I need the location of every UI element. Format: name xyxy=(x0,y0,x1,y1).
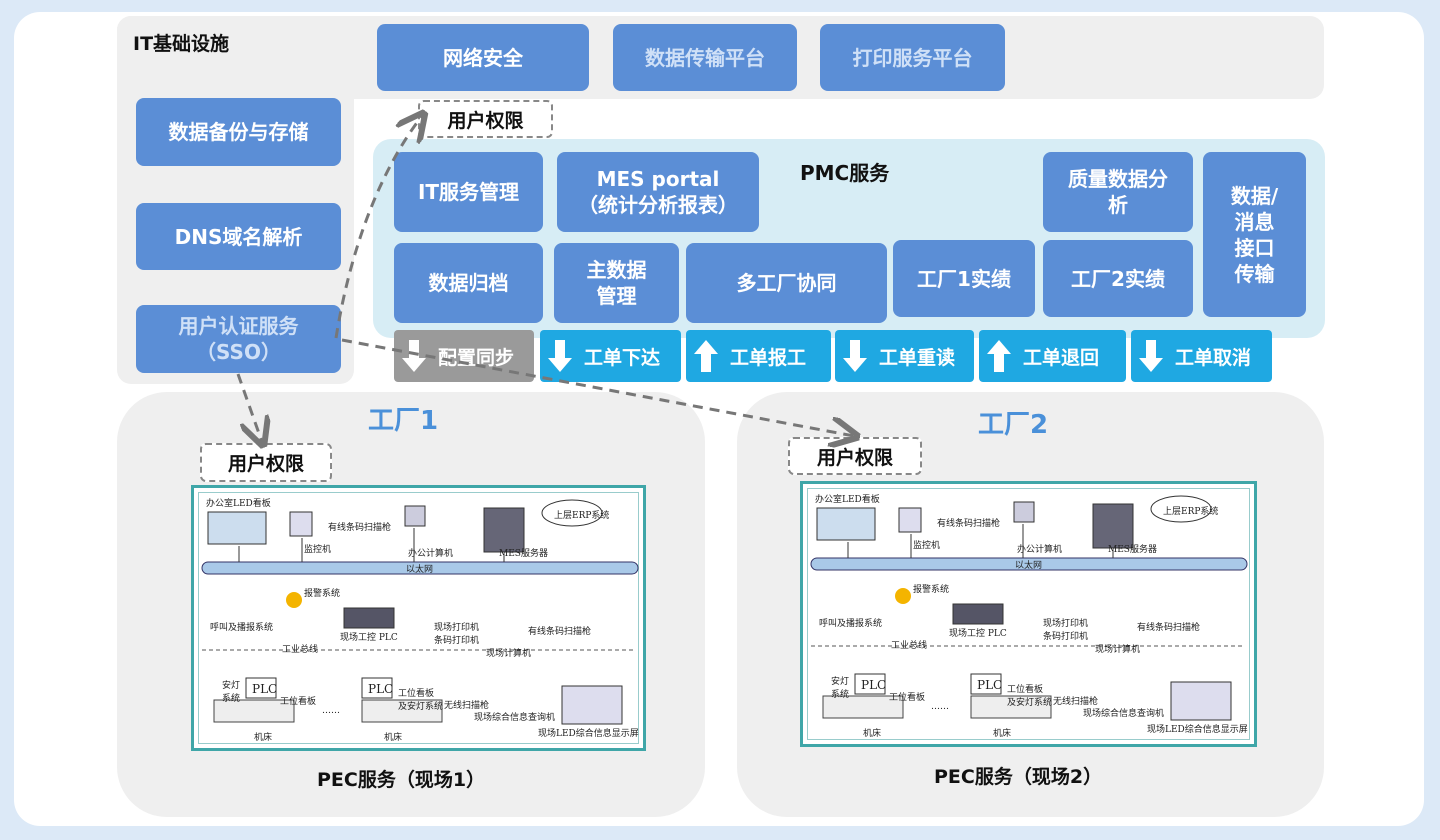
led-screen-label: 现场LED综合信息显示屏 xyxy=(1147,725,1248,735)
station-board-label: 工位看板 xyxy=(280,697,317,707)
ethernet-label: 以太网 xyxy=(406,565,434,575)
andon-label: 安灯 系统 xyxy=(222,681,241,704)
flow-label: 工单下达 xyxy=(584,346,661,369)
field-scanner-label: 有线条码扫描枪 xyxy=(528,627,592,637)
bus-label: 工业总线 xyxy=(891,641,928,651)
data-interface-box[interactable]: 数据/ 消息 接口 传输 xyxy=(1203,152,1306,317)
user-permission-label: 用户权限 xyxy=(418,100,553,138)
wired-scanner-label: 有线条码扫描枪 xyxy=(328,523,392,533)
dots-label: …… xyxy=(322,706,340,716)
andon-label: 安灯 系统 xyxy=(831,677,850,700)
sso-box[interactable]: 用户认证服务 （SSO） xyxy=(136,305,341,373)
plc-label: PLC xyxy=(252,682,278,696)
arrow-down-icon xyxy=(843,340,867,372)
machine-label: 机床 xyxy=(863,729,882,739)
machine-label: 机床 xyxy=(254,733,273,743)
mes-server-label: MES服务器 xyxy=(499,549,548,559)
arrow-down-icon xyxy=(402,340,426,372)
plc-label: PLC xyxy=(861,678,887,692)
it-service-box[interactable]: IT服务管理 xyxy=(394,152,543,232)
office-led-label: 办公室LED看板 xyxy=(815,495,880,505)
factory2-pec-label: PEC服务（现场2） xyxy=(934,766,1103,788)
station-board2-label: 工位看板 及安灯系统 xyxy=(1007,685,1053,708)
field-printer-label: 现场打印机 条码打印机 xyxy=(1043,619,1089,642)
mes-server-label: MES服务器 xyxy=(1108,545,1157,555)
monitor-label: 监控机 xyxy=(913,541,941,551)
factory2-network-diagram: 办公室LED看板 监控机 有线条码扫描枪 办公计算机 MES服务器 上层ERP系… xyxy=(800,481,1257,747)
print-service-platform-box[interactable]: 打印服务平台 xyxy=(820,24,1005,91)
user-permission-label: 用户权限 xyxy=(788,437,922,475)
data-transfer-platform-box[interactable]: 数据传输平台 xyxy=(613,24,797,91)
dns-box[interactable]: DNS域名解析 xyxy=(136,203,341,270)
erp-label: 上层ERP系统 xyxy=(1163,507,1219,517)
flow-order-cancel[interactable]: 工单取消 xyxy=(1131,330,1272,382)
office-pc-label: 办公计算机 xyxy=(1017,545,1063,555)
plc-label: PLC xyxy=(977,678,1003,692)
arrow-up-icon xyxy=(987,340,1011,372)
field-ctrl-label: 现场工控 PLC xyxy=(340,633,398,643)
factory2-title: 工厂2 xyxy=(978,410,1049,440)
field-pc-label: 现场计算机 xyxy=(486,649,532,659)
station-board-label: 工位看板 xyxy=(889,693,926,703)
alarm-label: 报警系统 xyxy=(304,589,341,599)
user-permission-label: 用户权限 xyxy=(200,443,332,482)
data-backup-box[interactable]: 数据备份与存储 xyxy=(136,98,341,166)
flow-order-reread[interactable]: 工单重读 xyxy=(835,330,974,382)
machine-label: 机床 xyxy=(993,729,1012,739)
wireless-label: 无线扫描枪 xyxy=(444,701,490,711)
field-pc-label: 现场计算机 xyxy=(1095,645,1141,655)
network-security-box[interactable]: 网络安全 xyxy=(377,24,589,91)
it-infra-title: IT基础设施 xyxy=(133,33,230,55)
multi-factory-box[interactable]: 多工厂协同 xyxy=(686,243,887,323)
field-scanner-label: 有线条码扫描枪 xyxy=(1137,623,1201,633)
factory2-perf-box[interactable]: 工厂2实绩 xyxy=(1043,240,1193,317)
call-label: 呼叫及播报系统 xyxy=(819,619,883,629)
ethernet-label: 以太网 xyxy=(1015,561,1043,571)
factory1-network-diagram: 办公室LED看板 监控机 有线条码扫描枪 办公计算机 MES服务器 上层ERP系… xyxy=(191,485,646,751)
arrow-down-icon xyxy=(1139,340,1163,372)
factory1-title: 工厂1 xyxy=(368,406,439,436)
led-screen-label: 现场LED综合信息显示屏 xyxy=(538,729,639,739)
wired-scanner-label: 有线条码扫描枪 xyxy=(937,519,1001,529)
flow-label: 工单退回 xyxy=(1023,346,1100,369)
dots-label: …… xyxy=(931,702,949,712)
arrow-up-icon xyxy=(694,340,718,372)
network-diagram-graphics xyxy=(201,499,639,725)
flow-label: 工单重读 xyxy=(879,346,956,369)
field-printer-label: 现场打印机 条码打印机 xyxy=(434,623,480,646)
factory1-perf-box[interactable]: 工厂1实绩 xyxy=(893,240,1035,317)
query-label: 现场综合信息查询机 xyxy=(1083,709,1165,719)
flow-order-report[interactable]: 工单报工 xyxy=(686,330,831,382)
quality-analysis-box[interactable]: 质量数据分 析 xyxy=(1043,152,1193,232)
query-label: 现场综合信息查询机 xyxy=(474,713,556,723)
office-led-label: 办公室LED看板 xyxy=(206,499,271,509)
field-ctrl-label: 现场工控 PLC xyxy=(949,629,1007,639)
arrow-down-icon xyxy=(548,340,572,372)
network-diagram-graphics xyxy=(810,495,1248,721)
mes-portal-box[interactable]: MES portal （统计分析报表） xyxy=(557,152,759,232)
wireless-label: 无线扫描枪 xyxy=(1053,697,1099,707)
pmc-title: PMC服务 xyxy=(800,161,890,185)
flow-order-return[interactable]: 工单退回 xyxy=(979,330,1126,382)
alarm-label: 报警系统 xyxy=(913,585,950,595)
factory1-pec-label: PEC服务（现场1） xyxy=(317,769,486,791)
office-pc-label: 办公计算机 xyxy=(408,549,454,559)
flow-label: 配置同步 xyxy=(438,346,515,369)
master-data-box[interactable]: 主数据 管理 xyxy=(554,243,679,323)
flow-label: 工单取消 xyxy=(1175,346,1252,369)
call-label: 呼叫及播报系统 xyxy=(210,623,274,633)
monitor-label: 监控机 xyxy=(304,545,332,555)
erp-label: 上层ERP系统 xyxy=(554,511,610,521)
flow-order-issue[interactable]: 工单下达 xyxy=(540,330,681,382)
station-board2-label: 工位看板 及安灯系统 xyxy=(398,689,444,712)
flow-config-sync[interactable]: 配置同步 xyxy=(394,330,534,382)
bus-label: 工业总线 xyxy=(282,645,319,655)
data-archive-box[interactable]: 数据归档 xyxy=(394,243,543,323)
plc-label: PLC xyxy=(368,682,394,696)
machine-label: 机床 xyxy=(384,733,403,743)
flow-label: 工单报工 xyxy=(730,346,807,369)
